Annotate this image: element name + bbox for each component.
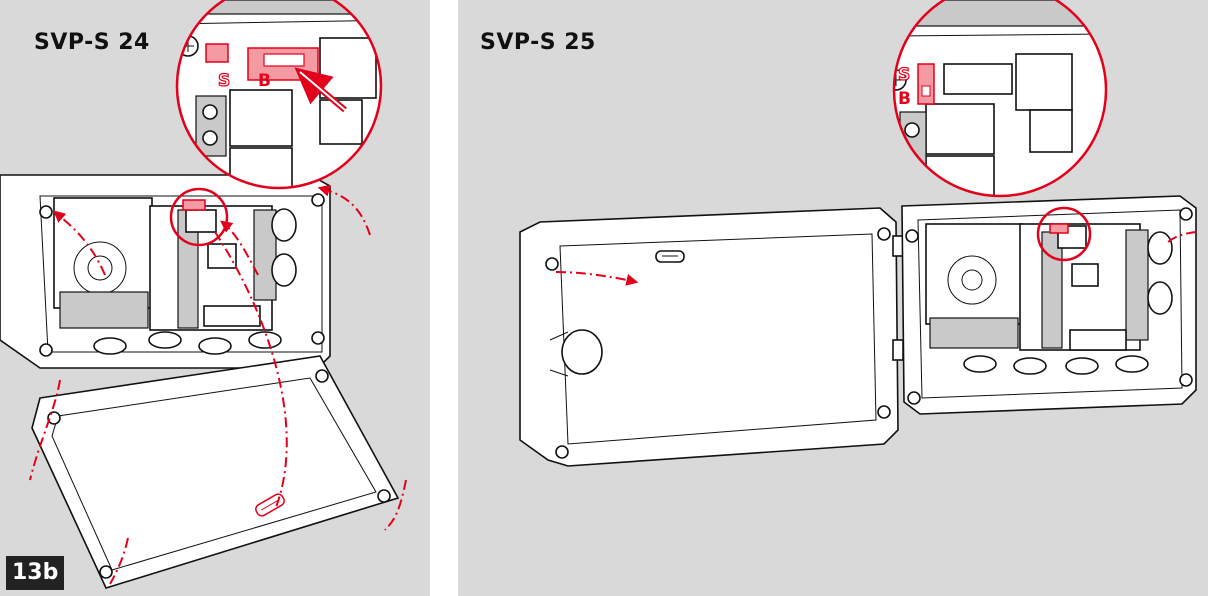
switch-label-b: B [898, 89, 911, 109]
zoom-circle [175, 0, 383, 190]
curved-arrow-icon [317, 184, 371, 236]
zoom-circle [892, 0, 1108, 198]
switch-highlight-circle [169, 187, 229, 247]
model-title-svp-s-25: SVP-S 25 [480, 30, 596, 55]
svp-s-24-switch-detail: S B [175, 0, 383, 190]
svp-s-24-enclosure [0, 174, 407, 589]
curved-arrow-icon [1165, 231, 1197, 245]
fuse-icon [655, 250, 685, 263]
curved-arrow-icon [384, 479, 407, 531]
screw-icon [877, 405, 891, 419]
transformer [925, 223, 1023, 325]
screw-icon [877, 227, 891, 241]
dip-switch-icon [205, 43, 229, 63]
connector [319, 37, 377, 99]
screw-icon [905, 229, 919, 243]
dip-switch-icon [917, 63, 935, 105]
model-title-svp-s-24: SVP-S 24 [34, 30, 150, 55]
curved-arrow-icon [109, 537, 129, 585]
switch-label-s: S [898, 65, 910, 85]
screw-icon [99, 565, 113, 579]
figure-number-label: 13b [6, 556, 65, 590]
dip-switch-icon [182, 199, 206, 211]
screw-icon [39, 343, 53, 357]
switch-highlight-circle [1036, 206, 1092, 262]
curved-arrow-icon [214, 231, 288, 511]
connector [943, 63, 1013, 95]
lid-knob [561, 329, 603, 375]
relay [229, 89, 293, 147]
switch-label-b: B [258, 71, 271, 91]
terminal-block [253, 209, 277, 301]
screw-icon [311, 193, 325, 207]
terminal-block [1041, 231, 1063, 349]
screw-icon [39, 205, 53, 219]
switch-label-s: S [218, 71, 230, 91]
screw-icon [1179, 373, 1193, 387]
terminal-block [1125, 229, 1149, 341]
dip-switch-icon [1049, 223, 1069, 234]
screw-icon [315, 369, 329, 383]
screw-icon [377, 489, 391, 503]
enclosure-lid [519, 207, 899, 467]
screw-icon [907, 391, 921, 405]
curved-arrow-icon [555, 271, 639, 286]
connector [1015, 53, 1073, 111]
fuse-icon [255, 493, 285, 517]
screw-icon [545, 257, 559, 271]
enclosure-lid [31, 355, 400, 589]
curved-arrow-icon [29, 379, 61, 481]
screw-icon [311, 331, 325, 345]
screw-icon [555, 445, 569, 459]
relay [925, 103, 995, 155]
screw-icon [47, 411, 61, 425]
screw-icon [1179, 207, 1193, 221]
curved-arrow-icon [53, 210, 106, 276]
relay [185, 209, 217, 233]
svp-s-25-switch-detail: S B [892, 0, 1108, 198]
curved-arrow-icon [220, 220, 259, 276]
svp-s-25-enclosure [519, 195, 1197, 467]
